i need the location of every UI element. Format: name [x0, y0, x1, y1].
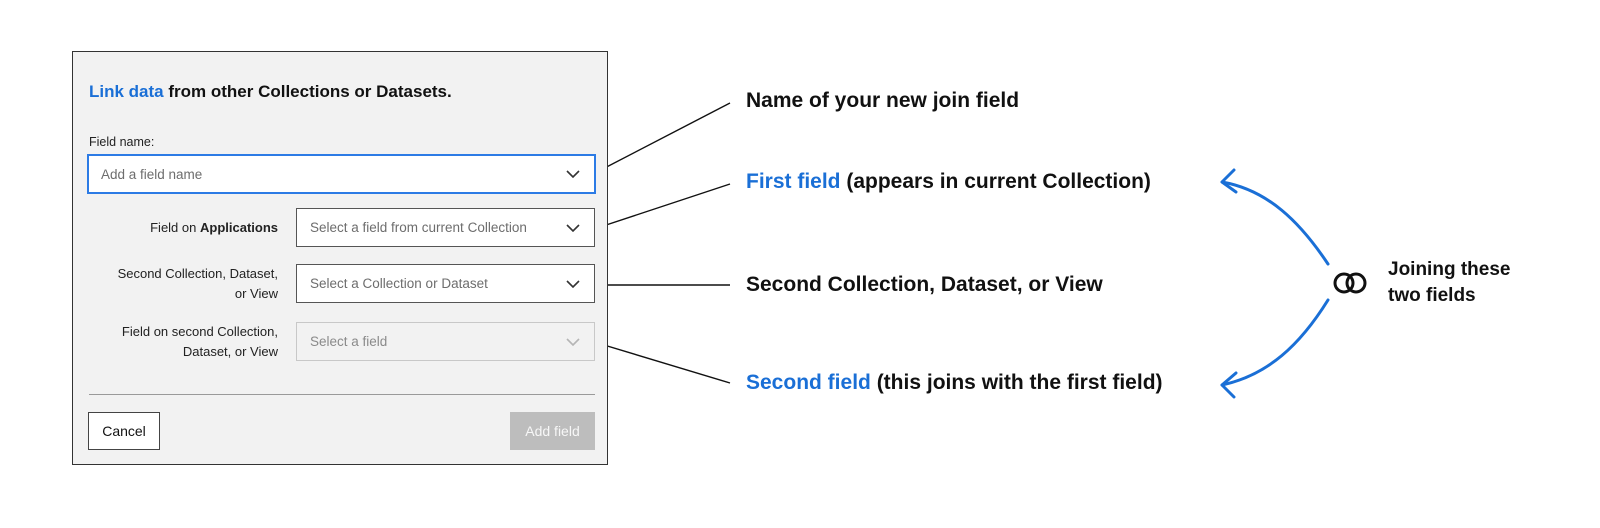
- arrow-to-second-field: [1220, 298, 1330, 387]
- cancel-button[interactable]: Cancel: [88, 412, 160, 450]
- add-field-button[interactable]: Add field: [510, 412, 595, 450]
- chevron-down-icon: [566, 279, 580, 288]
- second-collection-select[interactable]: Select a Collection or Dataset: [296, 264, 595, 303]
- annotation-second-collection: Second Collection, Dataset, or View: [746, 273, 1103, 296]
- second-collection-label: Second Collection, Dataset, or View: [117, 266, 278, 301]
- connector-first-field: [593, 183, 731, 230]
- arrow-to-first-field: [1220, 180, 1330, 266]
- link-data-link[interactable]: Link data: [89, 82, 164, 101]
- first-field-select[interactable]: Select a field from current Collection: [296, 208, 595, 247]
- field-on-applications-label: Field on Applications: [150, 220, 278, 235]
- connector-field-name: [594, 102, 731, 174]
- field-name-input[interactable]: Add a field name: [87, 154, 596, 194]
- annotation-second-field: Second field (this joins with the first …: [746, 371, 1163, 394]
- annotation-field-name: Name of your new join field: [746, 89, 1020, 112]
- chevron-down-icon: [566, 223, 580, 232]
- dialog-title-rest: from other Collections or Datasets.: [163, 82, 452, 101]
- dialog-title: Link data from other Collections or Data…: [89, 82, 452, 102]
- field-name-placeholder: Add a field name: [101, 166, 203, 182]
- link-data-dialog: Link data from other Collections or Data…: [72, 51, 608, 465]
- first-field-placeholder: Select a field from current Collection: [310, 220, 527, 235]
- link-rings-icon: [1333, 272, 1367, 294]
- second-collection-placeholder: Select a Collection or Dataset: [310, 276, 488, 291]
- arrow-head-second-field: [1220, 371, 1238, 399]
- field-name-label: Field name:: [89, 135, 155, 149]
- connector-second-field: [593, 341, 731, 384]
- annotation-joining: Joining these two fields: [1388, 259, 1511, 306]
- second-field-select[interactable]: Select a field: [296, 322, 595, 361]
- second-field-placeholder: Select a field: [310, 334, 388, 349]
- chevron-down-icon: [566, 170, 580, 178]
- chevron-down-icon: [566, 337, 580, 346]
- dialog-divider: [89, 394, 595, 395]
- second-field-label: Field on second Collection, Dataset, or …: [121, 324, 278, 359]
- arrow-head-first-field: [1220, 168, 1238, 194]
- annotation-first-field: First field (appears in current Collecti…: [746, 170, 1151, 193]
